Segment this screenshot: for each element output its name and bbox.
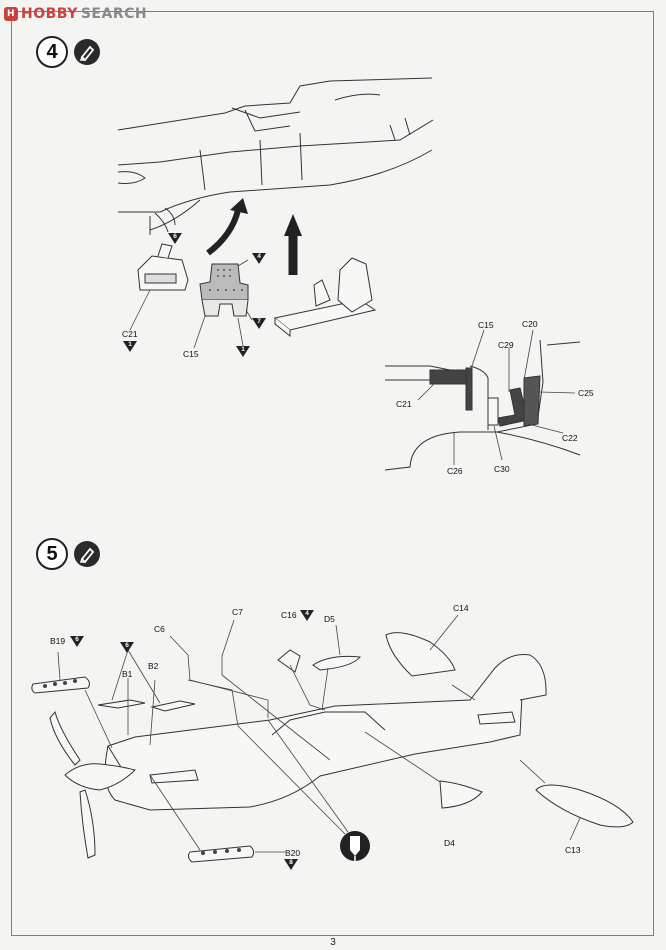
part-marker bbox=[252, 253, 266, 264]
label-c13: C13 bbox=[565, 845, 581, 855]
label-b1: B1 bbox=[122, 669, 133, 679]
part-c21 bbox=[137, 255, 189, 291]
cement-brush-icon bbox=[340, 831, 370, 862]
part-b2 bbox=[150, 700, 196, 712]
part-marker bbox=[123, 341, 137, 352]
part-marker bbox=[120, 642, 134, 653]
label-detail-c20: C20 bbox=[522, 319, 538, 329]
propeller-spinner bbox=[64, 763, 136, 791]
part-b20 bbox=[187, 845, 255, 863]
page-frame bbox=[11, 11, 654, 936]
fuselage-top-line bbox=[117, 77, 433, 131]
watermark-brand: HOBBY bbox=[21, 6, 78, 22]
label-c6: C6 bbox=[154, 624, 165, 634]
step-number: 5 bbox=[36, 538, 68, 570]
label-b20: B20 bbox=[285, 848, 301, 858]
part-c16 bbox=[277, 649, 301, 673]
page-number: 3 bbox=[330, 937, 336, 948]
step-4-header: 4 bbox=[36, 36, 100, 68]
part-b1 bbox=[97, 699, 146, 709]
watermark-logo-icon: H bbox=[4, 7, 18, 21]
step-number: 4 bbox=[36, 36, 68, 68]
label-detail-c26: C26 bbox=[447, 466, 463, 476]
watermark-suffix: SEARCH bbox=[80, 6, 148, 22]
part-d5 bbox=[312, 655, 361, 671]
label-b19: B19 bbox=[50, 636, 66, 646]
label-detail-c29: C29 bbox=[498, 340, 514, 350]
label-c7: C7 bbox=[232, 607, 243, 617]
label-b2: B2 bbox=[148, 661, 159, 671]
watermark: H HOBBY SEARCH bbox=[4, 4, 147, 24]
part-marker bbox=[236, 346, 250, 357]
part-c14 bbox=[385, 632, 456, 677]
label-detail-c15: C15 bbox=[478, 320, 494, 330]
detail-c22 bbox=[497, 387, 529, 427]
aircraft-tail bbox=[469, 654, 547, 701]
part-b19 bbox=[31, 676, 90, 694]
propeller-blade bbox=[49, 710, 81, 766]
detail-c21 bbox=[429, 369, 467, 385]
part-marker bbox=[300, 610, 314, 621]
label-c21: C21 bbox=[122, 329, 138, 339]
label-d4: D4 bbox=[444, 838, 455, 848]
label-detail-c22: C22 bbox=[562, 433, 578, 443]
label-c15: C15 bbox=[183, 349, 199, 359]
label-d5: D5 bbox=[324, 614, 335, 624]
part-marker bbox=[284, 859, 298, 870]
label-c14: C14 bbox=[453, 603, 469, 613]
glue-icon bbox=[74, 541, 100, 567]
step-5-header: 5 bbox=[36, 538, 100, 570]
part-marker bbox=[70, 636, 84, 647]
label-detail-c21: C21 bbox=[396, 399, 412, 409]
glue-icon bbox=[74, 39, 100, 65]
label-detail-c25: C25 bbox=[578, 388, 594, 398]
part-d4 bbox=[439, 780, 483, 809]
part-c13 bbox=[535, 784, 634, 828]
detail-c15 bbox=[465, 367, 473, 411]
label-detail-c30: C30 bbox=[494, 464, 510, 474]
part-marker bbox=[252, 318, 266, 329]
label-c16: C16 bbox=[281, 610, 297, 620]
part-marker bbox=[168, 233, 182, 244]
